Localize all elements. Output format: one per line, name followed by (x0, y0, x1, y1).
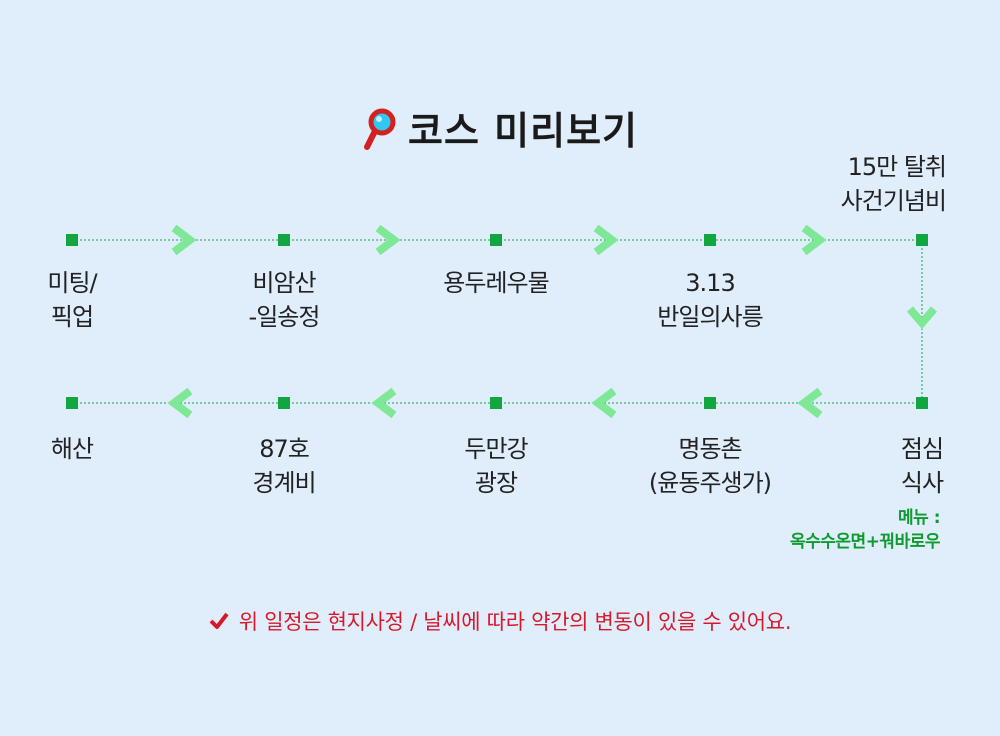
stop-label-s10: 해산 (50, 435, 94, 463)
note-text: 위 일정은 현지사정 / 날씨에 따라 약간의 변동이 있을 수 있어요. (238, 610, 792, 634)
node-s1 (66, 234, 78, 246)
title-text: 코스 미리보기 (408, 109, 638, 153)
node-s9 (278, 397, 290, 409)
check-icon (209, 611, 229, 635)
node-s2 (278, 234, 290, 246)
node-s10 (66, 397, 78, 409)
chevron-right-icon (593, 224, 619, 256)
lunch-menu: 메뉴 : 옥수수온면+꿔바로우 (789, 506, 941, 554)
chevron-right-icon (171, 224, 197, 256)
stop-label-s2: 비암산-일송정 (248, 269, 321, 331)
stop-label-s3: 용두레우물 (443, 269, 549, 297)
chevron-left-icon (167, 387, 193, 419)
node-s3 (490, 234, 502, 246)
schedule-note: 위 일정은 현지사정 / 날씨에 따라 약간의 변동이 있을 수 있어요. (0, 606, 1000, 636)
chevron-right-icon (375, 224, 401, 256)
menu-value: 옥수수온면+꿔바로우 (789, 532, 941, 552)
chevron-left-icon (371, 387, 397, 419)
node-s8 (490, 397, 502, 409)
stop-label-s1: 미팅/픽업 (47, 269, 97, 331)
chevron-down-icon (906, 306, 938, 330)
stop-label-s7: 명동촌(윤동주생가) (648, 435, 772, 497)
menu-label: 메뉴 : (898, 508, 941, 528)
node-s6 (916, 397, 928, 409)
node-s4 (704, 234, 716, 246)
chevron-left-icon (591, 387, 617, 419)
node-s7 (704, 397, 716, 409)
page-title: 코스 미리보기 (0, 100, 1000, 160)
magnifier-icon (362, 107, 398, 160)
chevron-right-icon (801, 224, 827, 256)
chevron-left-icon (797, 387, 823, 419)
node-s5 (916, 234, 928, 246)
